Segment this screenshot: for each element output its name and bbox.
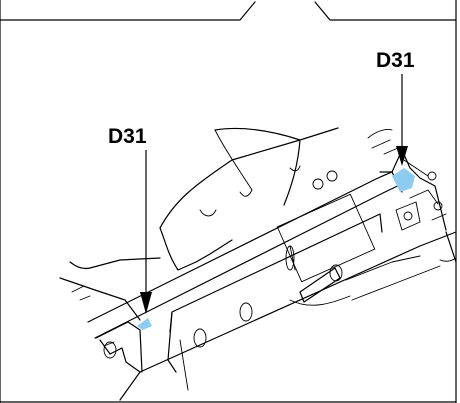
callout-pointer-left bbox=[140, 150, 152, 314]
highlight-d31-left bbox=[137, 318, 152, 330]
callout-label-left: D31 bbox=[108, 125, 147, 148]
highlight-d31-right bbox=[392, 168, 415, 192]
right-edge-details bbox=[367, 129, 457, 262]
panel-outline bbox=[87, 149, 457, 401]
upper-sheet bbox=[159, 127, 339, 271]
callout-label-right: D31 bbox=[376, 49, 415, 72]
callout-pointer-right bbox=[396, 74, 408, 166]
lower-panel bbox=[167, 193, 441, 391]
left-bracket bbox=[59, 257, 161, 373]
